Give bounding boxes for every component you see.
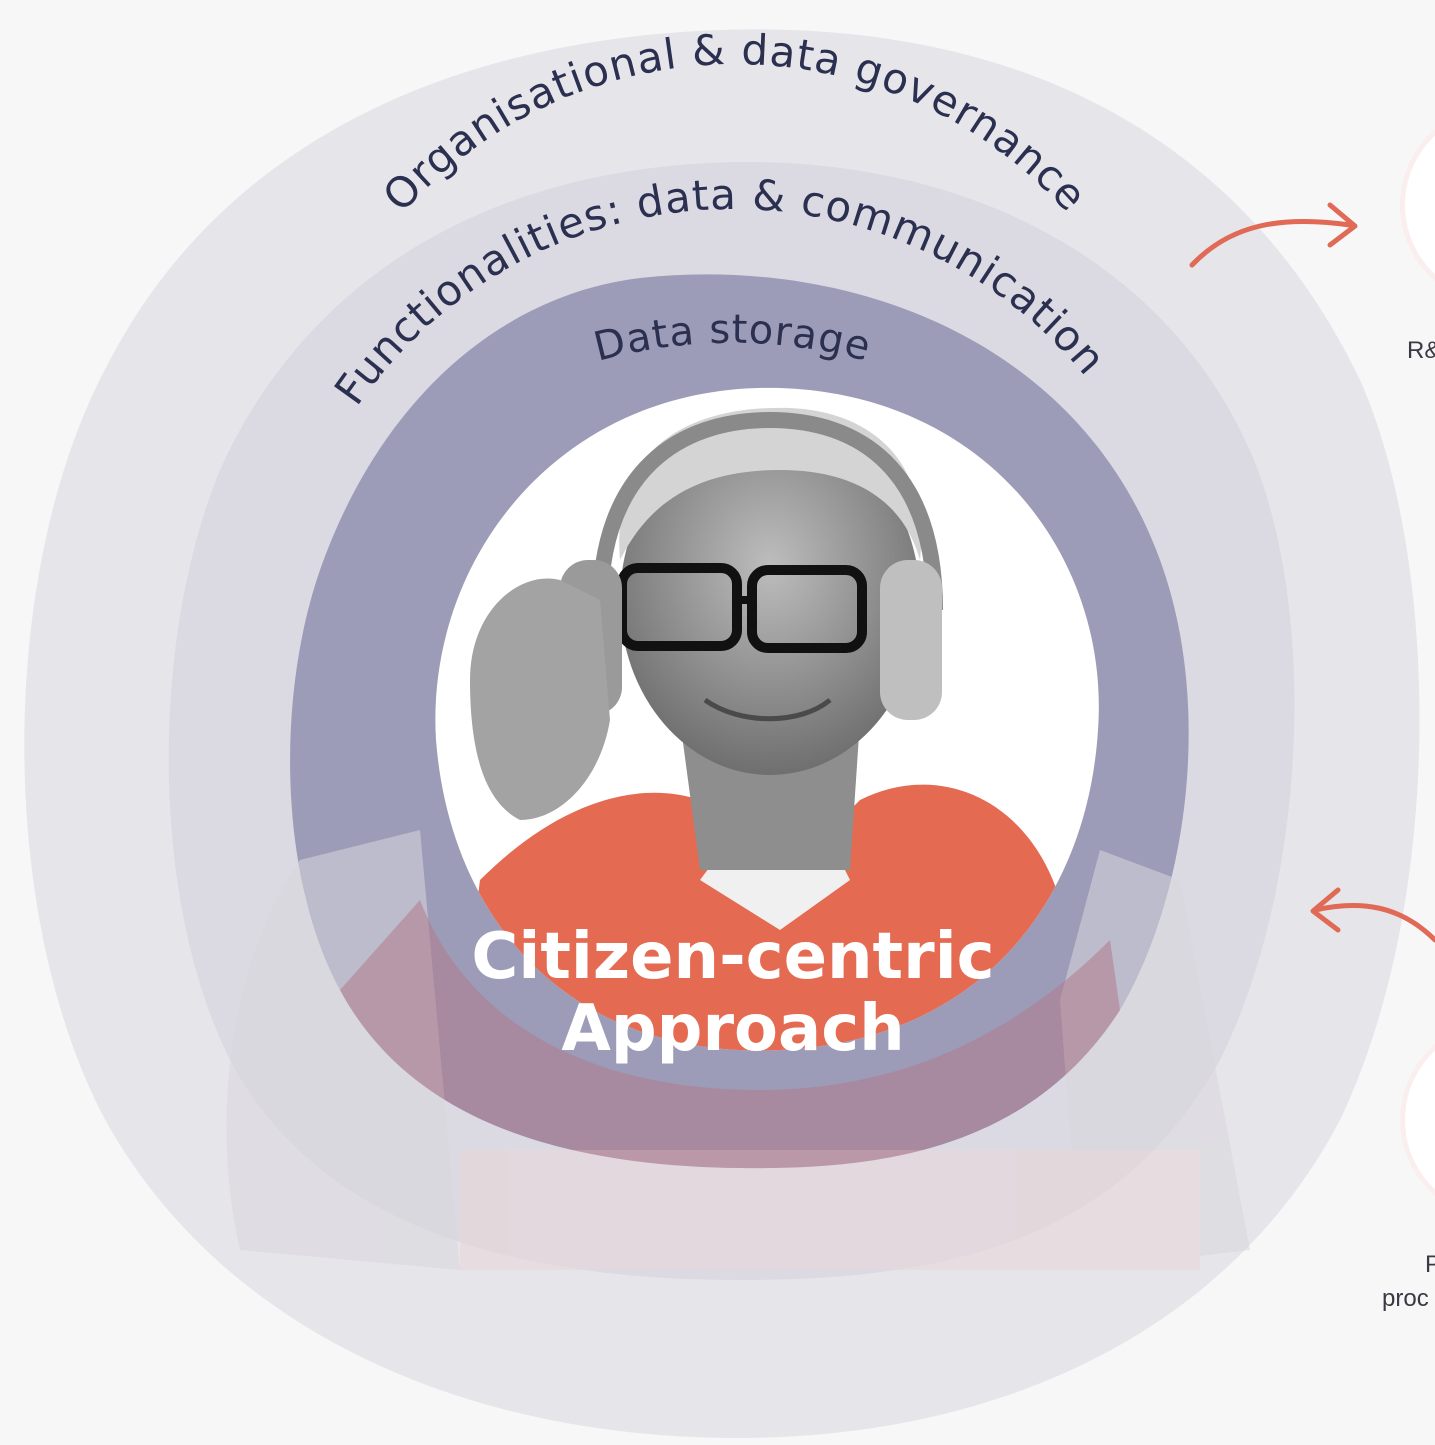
arrow-in-icon bbox=[1310, 887, 1435, 943]
side-node-top-label: R& bbox=[1407, 337, 1435, 364]
elderly-person-with-headphones bbox=[440, 407, 1099, 1051]
lower-ring-tint bbox=[340, 900, 1120, 1169]
center-title-line2: Approach bbox=[561, 992, 904, 1066]
side-node-bottom-line2: proc bbox=[1382, 1285, 1429, 1312]
side-node-bottom bbox=[1400, 1044, 1435, 1196]
side-node-bottom-line1: P bbox=[1425, 1251, 1435, 1278]
arrow-out-icon bbox=[1189, 202, 1358, 268]
side-node-top bbox=[1400, 129, 1435, 281]
center-title-line1: Citizen-centric bbox=[471, 920, 994, 994]
